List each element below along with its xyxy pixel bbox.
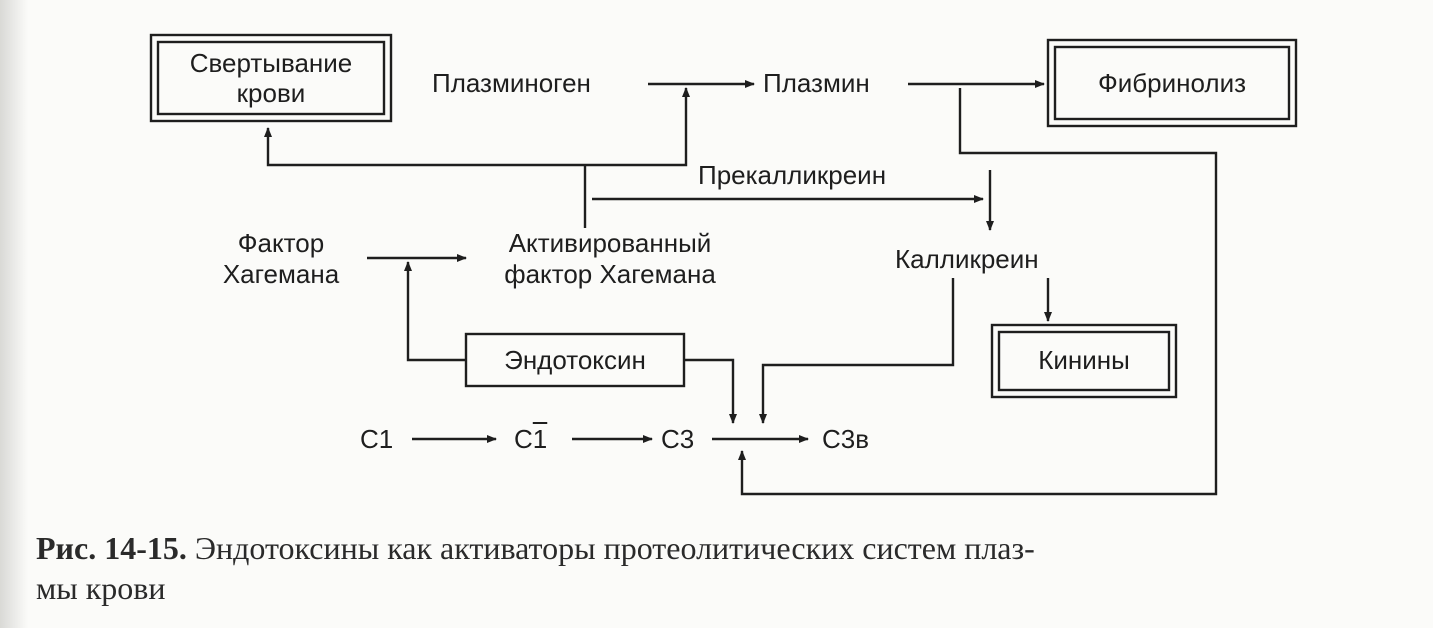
hageman-factor-label: Фактор Хагемана [206,228,356,290]
fibrinolysis-box-outer [1046,38,1298,128]
arrow-kallikrein-c3 [759,278,955,424]
coagulation-label: Свертывание крови [158,48,384,108]
hageman-factor-line2: Хагемана [222,259,340,289]
c1-active-label: С1 [514,424,547,455]
c1-active-digit: 1 [532,424,548,454]
caption-line2: мы крови [36,570,166,606]
caption-line1: Рис. 14-15. Эндотоксины как активаторы п… [36,528,1396,568]
coagulation-label-line1: Свертывание [189,48,353,78]
c3b-label: С3в [822,424,870,454]
plasminogen-label: Плазминоген [432,68,591,98]
page-edge-shadow [0,0,28,628]
coagulation-label-line2: крови [236,78,306,108]
figure-caption: Рис. 14-15. Эндотоксины как активаторы п… [36,528,1396,608]
hageman-factor-line1: Фактор [237,228,325,258]
arrow-endotoxin-hageman [404,261,466,362]
c1-active-prefix: С [514,424,533,454]
caption-text-line1: Эндотоксины как активаторы протеолитичес… [194,530,1035,566]
kinins-box-outer [990,323,1178,399]
c1-label: С1 [360,424,394,454]
kinins-label: Кинины [1038,345,1130,375]
activated-hageman-line2: фактор Хагемана [504,259,716,289]
arrow-to-coagulation [264,127,585,167]
fibrinolysis-box-inner [1053,45,1291,121]
coagulation-box-outer [149,33,393,123]
kinins-box-inner [997,330,1171,392]
arrow-to-plasminogen-activation [585,87,690,167]
kallikrein-label: Калликреин [895,244,1039,274]
caption-label: Рис. 14-15. [36,530,187,566]
prekallikrein-label: Прекалликреин [698,160,887,190]
activated-hageman-label: Активированный фактор Хагемана [470,228,750,290]
fibrinolysis-label: Фибринолиз [1097,68,1247,98]
plasmin-label: Плазмин [763,68,870,98]
c3-label: С3 [661,424,695,454]
arrow-plasmin-c3 [738,88,1218,496]
arrow-endotoxin-c3 [684,358,737,424]
endotoxin-label: Эндотоксин [504,345,646,375]
activated-hageman-line1: Активированный [508,228,712,258]
coagulation-box-inner [156,40,386,116]
